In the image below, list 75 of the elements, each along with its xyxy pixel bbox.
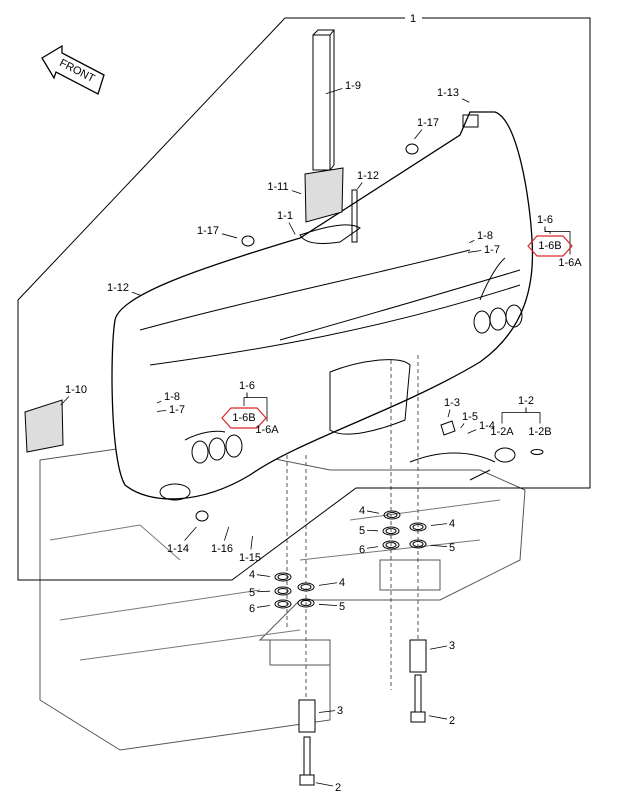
- leader-line: [156, 410, 167, 412]
- callout-number: 6: [248, 602, 256, 614]
- callout-number: 1-10: [63, 382, 89, 396]
- leader-line: [430, 523, 448, 526]
- leader-line: [325, 88, 343, 94]
- callout-number: 1-11: [265, 180, 291, 192]
- callout-number: 4: [338, 576, 346, 588]
- leader-line: [256, 605, 270, 608]
- leader-line: [462, 98, 470, 103]
- leader-line: [366, 546, 378, 549]
- leader-line: [467, 429, 477, 434]
- callout-number: 1: [409, 12, 417, 24]
- leader-line: [318, 710, 336, 713]
- leader-line: [318, 604, 338, 606]
- callout-number: 5: [448, 540, 456, 554]
- leader-line: [469, 240, 475, 244]
- leader-line: [250, 536, 253, 550]
- callout-number: 2: [448, 714, 456, 726]
- leader-line: [428, 715, 448, 720]
- callout-number: 1-14: [165, 542, 191, 554]
- leader-line: [366, 510, 380, 514]
- callout-number: 1-7: [167, 402, 187, 416]
- leader-line: [292, 190, 302, 194]
- leader-line: [460, 423, 464, 428]
- leader-line: [318, 582, 338, 586]
- callout-number: 4: [248, 568, 256, 580]
- leader-line: [366, 530, 378, 532]
- callout-number: 1-8: [475, 228, 495, 242]
- callout-number: 1-6: [535, 212, 555, 226]
- leader-line: [357, 182, 363, 190]
- leader-line: [60, 396, 70, 406]
- leader-line: [316, 782, 334, 786]
- leader-line: [256, 590, 270, 592]
- leader-line: [430, 646, 448, 650]
- callout-number: 1-8: [162, 390, 182, 402]
- leader-line: [132, 292, 142, 296]
- callout-number: 1-6A: [557, 256, 583, 268]
- callout-number: 1-3: [442, 396, 462, 408]
- leader-line: [256, 574, 270, 577]
- callout-number: 1-16: [209, 542, 235, 554]
- callout-number: 1-15: [237, 550, 263, 564]
- callout-number: 1-2B: [527, 424, 553, 438]
- leader-line: [288, 222, 296, 235]
- leader-line: [468, 250, 482, 253]
- callout-number: 3: [448, 638, 456, 652]
- callout-number: 1-13: [435, 86, 461, 98]
- highlighted-callout: 1-6B: [527, 235, 573, 257]
- callout-number: 4: [448, 516, 456, 530]
- leader-line: [430, 544, 448, 547]
- callout-number: 6: [358, 542, 366, 556]
- callout-number: 1-5: [460, 410, 480, 422]
- leader-line: [184, 526, 197, 541]
- leader-line: [414, 129, 422, 140]
- callout-number: 1-17: [195, 224, 221, 236]
- callout-number: 1-12: [105, 280, 131, 294]
- callout-number: 1-17: [415, 116, 441, 128]
- leader-line: [448, 409, 450, 418]
- callout-number: 5: [358, 524, 366, 536]
- callout-number: 5: [338, 600, 346, 612]
- bracket-line: [544, 226, 570, 255]
- callout-number: 1-7: [482, 242, 502, 256]
- callout-number: 1-9: [343, 78, 363, 92]
- bracket-line: [526, 407, 540, 424]
- callout-number: 1-12: [355, 168, 381, 182]
- callout-number: 4: [358, 504, 366, 516]
- leader-line: [224, 526, 230, 541]
- callout-number: 1-6: [237, 378, 257, 392]
- callout-number: 1-1: [275, 208, 295, 222]
- callout-number: 5: [248, 586, 256, 598]
- callout-number: 3: [336, 704, 344, 716]
- leader-line: [222, 233, 238, 238]
- bracket-line: [246, 392, 268, 422]
- leader-line: [156, 400, 162, 404]
- callout-number: 1-2: [516, 394, 536, 406]
- callout-number: 2: [334, 780, 342, 794]
